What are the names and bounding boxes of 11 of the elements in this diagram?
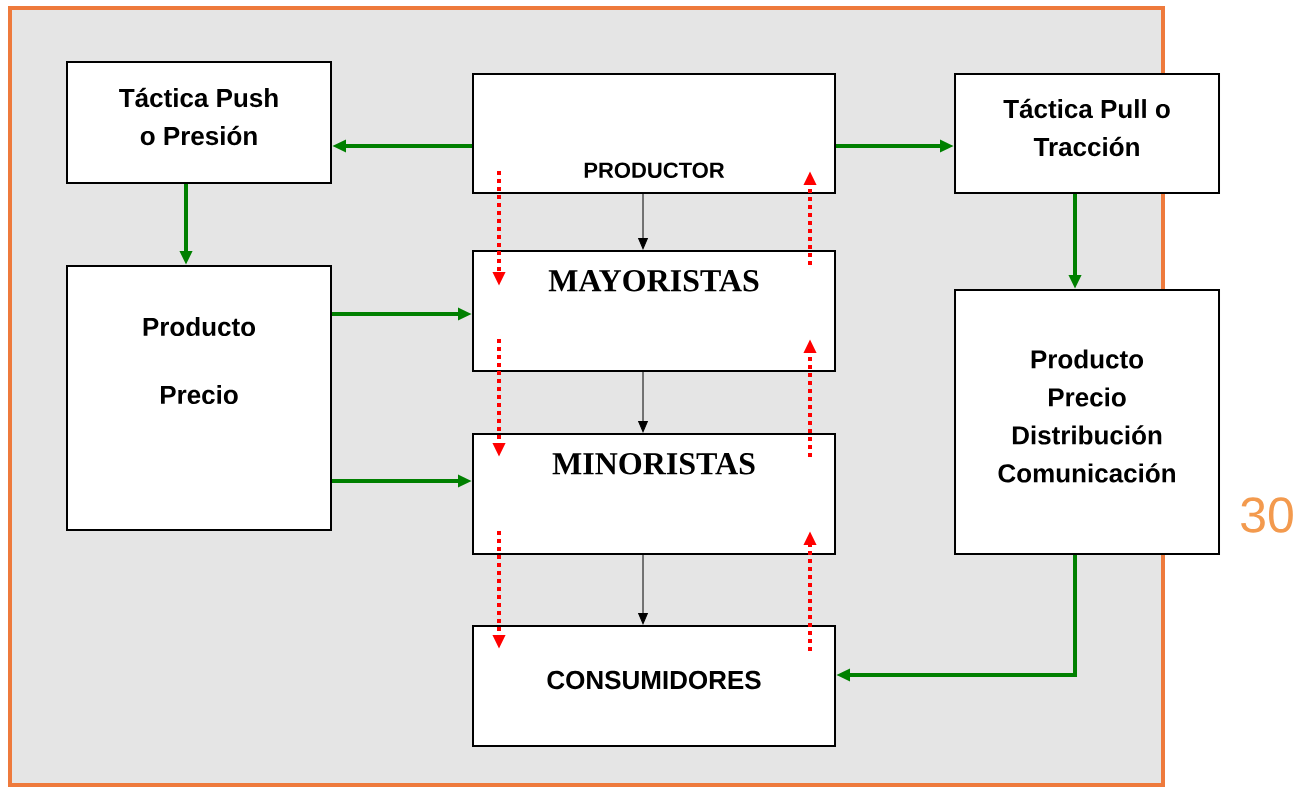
process-box: PRODUCTOR (472, 73, 836, 194)
arrow (638, 371, 648, 433)
process-box: MAYORISTAS (472, 250, 836, 372)
process-box: MINORISTAS (472, 433, 836, 555)
process-box: CONSUMIDORES (472, 625, 836, 747)
process-box: Producto Precio (66, 265, 332, 531)
process-box: Táctica Push o Presión (66, 61, 332, 184)
process-box: Producto Precio Distribución Comunicación (954, 289, 1220, 555)
process-box: Táctica Pull o Tracción (954, 73, 1220, 194)
arrow (638, 193, 648, 250)
arrow (638, 554, 648, 625)
